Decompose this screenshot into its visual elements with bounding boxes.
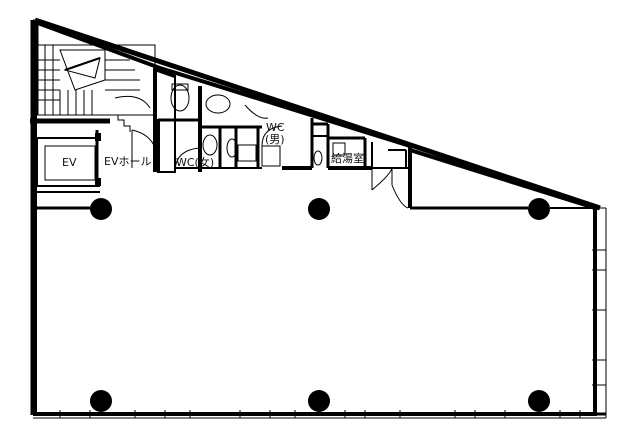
outer-wall [30,17,607,419]
column-bottom-right [528,390,550,412]
label-elevator-hall: EVホール [104,155,151,168]
column-bottom-center [308,390,330,412]
bottom-wall-ticks [59,249,606,418]
column-top-right [528,198,550,220]
column-top-left [90,198,112,220]
label-kitchenette: 給湯室 [331,151,364,165]
column-top-center [308,198,330,220]
label-wc-men-line2: (男) [265,133,285,146]
label-elevator: EV [62,156,77,169]
label-wc-men-line1: WC [266,121,285,134]
restroom-walls [131,72,410,209]
core-walls [30,65,176,192]
structural-columns [90,198,550,412]
staircase [35,22,156,132]
room-labels: EV EVホール WC(女) WC (男) 給湯室 [62,121,364,169]
label-wc-women: WC(女) [176,155,214,169]
column-bottom-left [90,390,112,412]
core-bottom-walls [31,146,596,210]
